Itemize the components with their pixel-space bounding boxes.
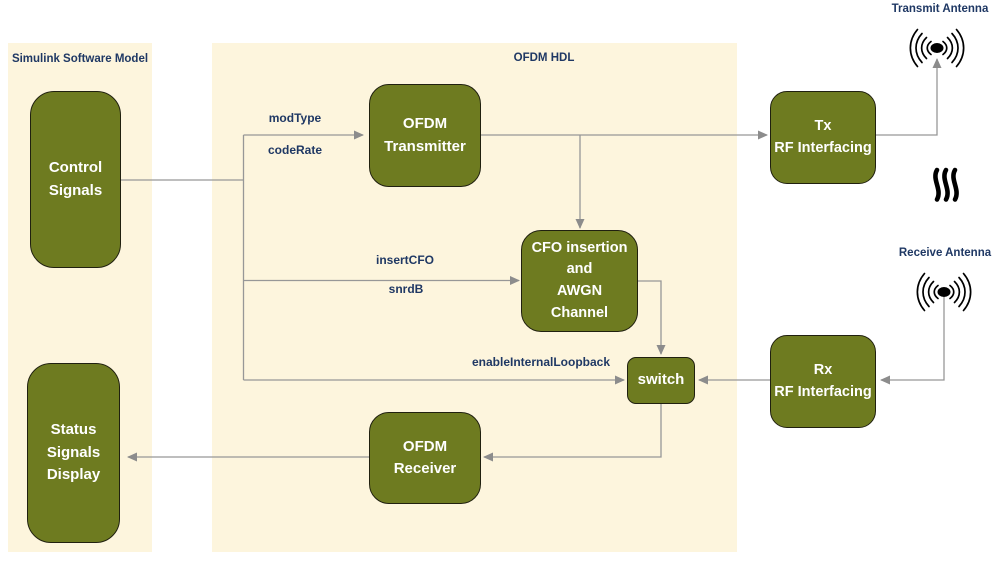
block-switch: switch xyxy=(627,357,695,404)
block-cfo-awgn-channel: CFO insertion and AWGN Channel xyxy=(521,230,638,332)
transmit-antenna-label: Transmit Antenna xyxy=(891,3,989,15)
block-label-tx-rf-interfacing: Tx RF Interfacing xyxy=(774,117,872,156)
block-ofdm-transmitter: OFDM Transmitter xyxy=(369,84,481,187)
connector-txrf-to-antenna xyxy=(876,58,942,136)
block-tx-rf-interfacing: Tx RF Interfacing xyxy=(770,91,876,184)
transmit-antenna-icon xyxy=(909,28,965,68)
connector-antenna-to-rxrf xyxy=(880,297,945,385)
receive-antenna-label: Receive Antenna xyxy=(898,247,992,259)
block-label-cfo-awgn-channel: CFO insertion and AWGN Channel xyxy=(531,239,628,321)
panel-title-ofdm-hdl: OFDM HDL xyxy=(513,52,575,64)
signal-label-coderate: codeRate xyxy=(267,143,323,157)
block-ofdm-receiver: OFDM Receiver xyxy=(369,412,481,504)
receive-antenna-icon xyxy=(916,272,972,312)
connector-switch-to-receiver xyxy=(483,404,662,462)
signal-label-enable-internal-loopback: enableInternalLoopback xyxy=(471,355,611,369)
block-control-signals: Control Signals xyxy=(30,91,121,268)
block-rx-rf-interfacing: Rx RF Interfacing xyxy=(770,335,876,428)
signal-label-snrdb: snrdB xyxy=(388,282,424,296)
block-label-control-signals: Control Signals xyxy=(48,159,103,199)
block-label-ofdm-transmitter: OFDM Transmitter xyxy=(384,115,466,155)
connector-cfo-to-switch xyxy=(638,280,666,355)
panel-title-simulink: Simulink Software Model xyxy=(11,53,149,65)
block-label-ofdm-receiver: OFDM Receiver xyxy=(393,437,457,478)
block-label-rx-rf-interfacing: Rx RF Interfacing xyxy=(774,361,872,400)
signal-label-insertcfo: insertCFO xyxy=(375,253,434,267)
block-label-status-signals-display: Status Signals Display xyxy=(46,421,101,484)
signal-label-modtype: modType xyxy=(268,111,322,125)
block-status-signals-display: Status Signals Display xyxy=(27,363,120,543)
block-label-switch: switch xyxy=(637,371,685,389)
radio-waves-icon xyxy=(933,167,959,202)
